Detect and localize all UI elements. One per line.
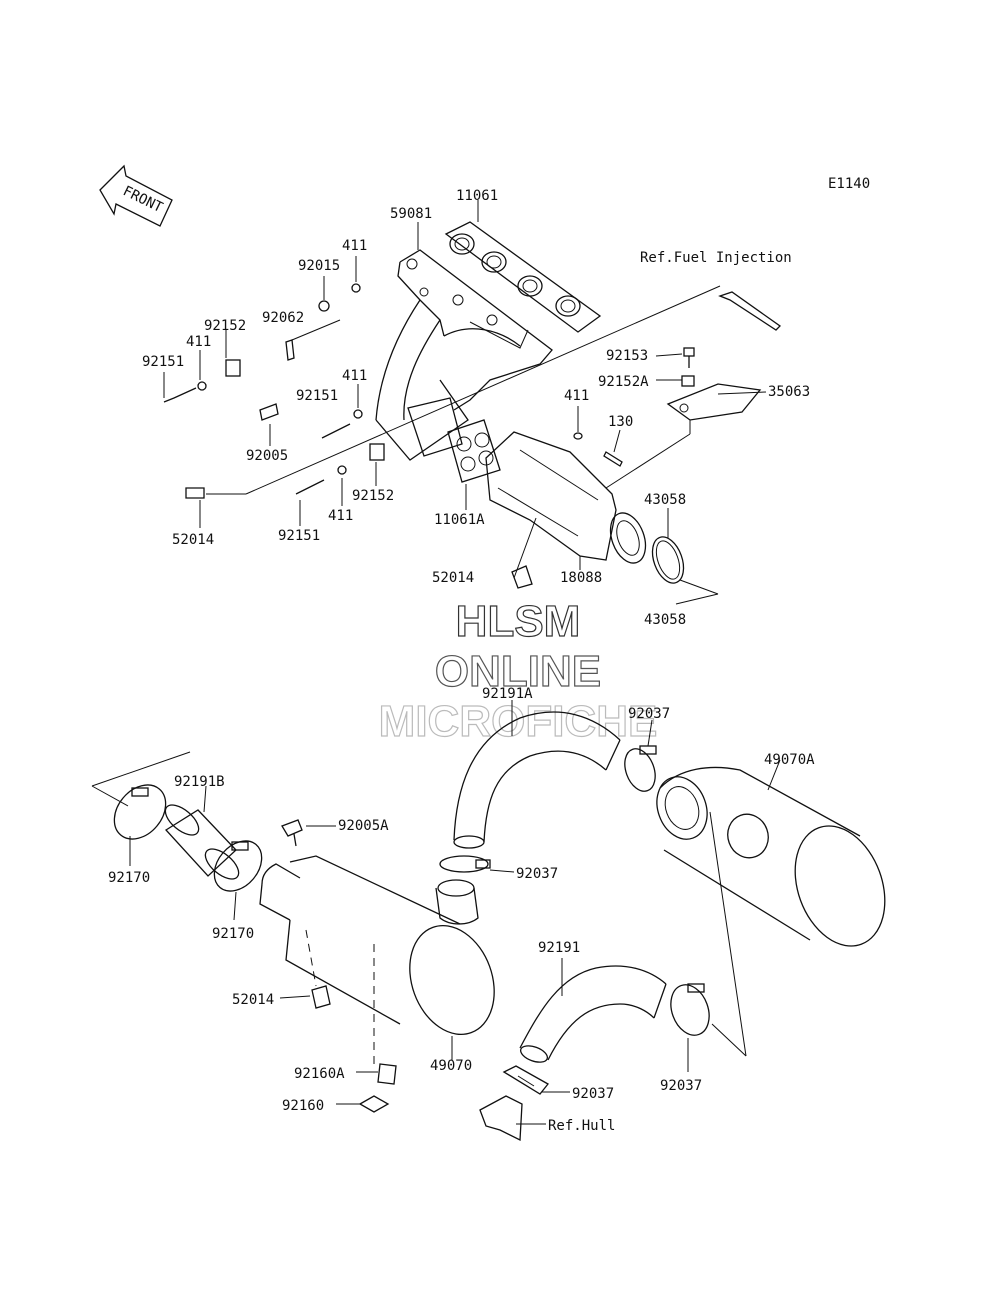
- label-43058-b: 43058: [644, 612, 686, 628]
- bolt-130: [603, 451, 623, 467]
- label-92191a: 92191A: [482, 686, 533, 702]
- label-92151-b: 92151: [296, 388, 338, 404]
- collar-92152-a: [225, 359, 241, 377]
- front-arrow-label: FRONT: [120, 183, 165, 216]
- label-18088: 18088: [560, 570, 602, 586]
- bolt-92151-b: [321, 423, 351, 439]
- hose-92191b: [164, 785, 240, 880]
- collar-92152-b: [369, 443, 385, 461]
- label-92151-a: 92151: [142, 354, 184, 370]
- hose-92191a: [453, 700, 621, 849]
- bracket-35063: [666, 383, 762, 421]
- manifold-flange: [407, 397, 463, 457]
- watermark-line-3: MICROFICHE: [379, 697, 658, 746]
- label-ref-hull: Ref.Hull: [548, 1118, 615, 1134]
- hose-clamp-92037-d: [502, 1065, 549, 1095]
- label-92191b: 92191B: [174, 774, 225, 790]
- label-130: 130: [608, 414, 633, 430]
- hose-clamp-92037-a-screw: [639, 745, 657, 755]
- label-52014-a: 52014: [172, 532, 214, 548]
- fitting-92005a: [281, 819, 336, 847]
- label-92015: 92015: [298, 258, 340, 274]
- washer-411-d: [337, 465, 347, 475]
- fitting-52014-a: [185, 487, 205, 499]
- label-43058-a: 43058: [644, 492, 686, 508]
- hose-clamp-92037-c: [670, 984, 710, 1036]
- collar-92152a: [681, 375, 695, 387]
- muffler-49070: [259, 855, 495, 1064]
- hose-clamp-92037-a: [624, 748, 656, 792]
- hose-92191: [519, 958, 667, 1063]
- manifold-gasket-11061: [444, 221, 602, 333]
- label-11061: 11061: [456, 188, 498, 204]
- diagram-code: E1140: [828, 176, 870, 192]
- ref-hull-part: [479, 1095, 523, 1142]
- bolt-92153: [683, 347, 695, 368]
- label-92160a: 92160A: [294, 1066, 345, 1082]
- label-92005a: 92005A: [338, 818, 389, 834]
- watermark: HLSM ONLINE MICROFICHE: [378, 596, 658, 746]
- bolt-92151-a: [163, 387, 197, 403]
- exhaust-manifold-59081: [375, 249, 553, 461]
- label-92005: 92005: [246, 448, 288, 464]
- sensor-ref-fuel-injection: [718, 291, 782, 331]
- label-92151-c: 92151: [278, 528, 320, 544]
- washer-411-b: [197, 381, 207, 391]
- stud-92062: [285, 339, 295, 361]
- fitting-52014-b: [511, 565, 533, 589]
- label-92037-c: 92037: [572, 1086, 614, 1102]
- exhaust-pipe-18088: [485, 431, 647, 564]
- front-arrow-icon: FRONT: [99, 164, 173, 227]
- label-92191: 92191: [538, 940, 580, 956]
- label-92170-b: 92170: [212, 926, 254, 942]
- fitting-52014-c: [311, 985, 331, 1009]
- pad-92160a: [377, 1063, 397, 1085]
- muffler-49070a: [656, 759, 886, 947]
- upper-leader-lines: [163, 200, 767, 605]
- label-411-c: 411: [342, 368, 367, 384]
- label-ref-fuel-injection: Ref.Fuel Injection: [640, 250, 792, 266]
- label-92037-b: 92037: [516, 866, 558, 882]
- label-411-b: 411: [186, 334, 211, 350]
- hose-clamp-92037-b-screw: [475, 859, 491, 869]
- label-92152a: 92152A: [598, 374, 649, 390]
- watermark-line-1: HLSM: [456, 597, 581, 646]
- hose-clamp-92170-b-screw: [231, 841, 249, 851]
- label-92160: 92160: [282, 1098, 324, 1114]
- label-59081: 59081: [390, 206, 432, 222]
- hose-clamp-92170-b: [213, 840, 263, 892]
- label-411-e: 411: [564, 388, 589, 404]
- label-11061a: 11061A: [434, 512, 485, 528]
- label-52014-b: 52014: [432, 570, 474, 586]
- hose-clamp-92037-b: [439, 855, 489, 873]
- flange-gasket-11061a: [447, 419, 501, 483]
- washer-411-e: [573, 432, 583, 440]
- label-411-d: 411: [328, 508, 353, 524]
- seal-ring-43058: [651, 536, 685, 584]
- bolt-92151-c: [295, 479, 325, 495]
- label-92152-b: 92152: [352, 488, 394, 504]
- label-92170-a: 92170: [108, 870, 150, 886]
- fitting-92005: [259, 403, 279, 421]
- label-49070a: 49070A: [764, 752, 815, 768]
- seal-ring-43058-inner: [655, 540, 681, 580]
- label-92153: 92153: [606, 348, 648, 364]
- hose-clamp-92170-a-screw: [131, 787, 149, 797]
- hose-clamp-92170-a: [113, 784, 167, 840]
- label-92037-a: 92037: [628, 706, 670, 722]
- hose-clamp-92037-c-screw: [687, 983, 705, 993]
- watermark-line-2: ONLINE: [435, 647, 601, 696]
- label-35063: 35063: [768, 384, 810, 400]
- nut-92015: [318, 300, 330, 312]
- washer-411-a: [351, 283, 361, 293]
- label-411-a: 411: [342, 238, 367, 254]
- label-52014-c: 52014: [232, 992, 274, 1008]
- label-49070: 49070: [430, 1058, 472, 1074]
- pad-92160: [358, 1095, 390, 1113]
- label-92152-a: 92152: [204, 318, 246, 334]
- label-92062: 92062: [262, 310, 304, 326]
- label-92037-d: 92037: [660, 1078, 702, 1094]
- washer-411-c: [353, 409, 363, 419]
